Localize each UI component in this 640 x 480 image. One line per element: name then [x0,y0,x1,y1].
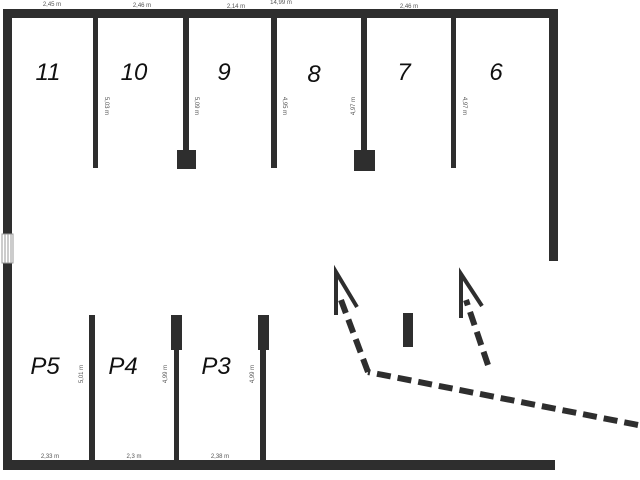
dimension-label: 2,46 m [400,4,418,10]
divider-8-7 [361,18,367,153]
left-wall-upper [3,9,12,234]
divider-p5-p4 [89,315,95,460]
door-icon [1,233,14,264]
dimension-label: 2,45 m [43,2,61,8]
divider-10-9 [183,18,189,153]
dimension-label: 2,33 m [41,454,59,460]
dimension-label: 2,46 m [133,3,151,9]
spot-number-7: 7 [397,59,412,86]
dimension-label: 2,14 m [227,4,245,10]
divider-9-8 [271,18,277,168]
pillar-icon [177,150,196,169]
left-wall-lower [3,263,12,470]
dimension-label: 4,99 m [163,365,169,383]
pillar-icon [171,315,182,350]
spot-number-8: 8 [307,61,321,88]
spot-number-6: 6 [489,59,503,86]
pillar-icon [403,313,413,347]
bottom-wall [3,460,555,470]
right-wall [549,9,558,261]
spot-label-p5: P5 [30,353,60,380]
spot-number-11: 11 [36,59,61,86]
dimension-label: 4,97 m [461,97,467,115]
dimension-label: 5,09 m [193,97,199,115]
dimension-label: 4,99 m [250,365,256,383]
spot-number-9: 9 [217,59,230,86]
dimension-label: 4,97 m [351,97,357,115]
dimension-label: 4,95 m [281,97,287,115]
divider-p4-p3 [174,348,179,460]
dimension-label: 2,38 m [211,454,229,460]
dimension-label: 5,03 m [103,97,109,115]
spot-label-p3: P3 [201,353,231,380]
dashed-arrow-icon [334,264,639,428]
divider-7-6 [451,18,456,168]
pillar-icon [258,315,269,350]
spot-number-10: 10 [121,59,148,86]
top-wall [3,9,558,18]
divider-p3-end [260,348,266,460]
pillar-icon [354,150,375,171]
spot-label-p4: P4 [108,353,137,380]
dimension-label: 2,3 m [126,454,141,460]
dimension-label: 14,99 m [270,0,292,6]
dimension-label: 5,01 m [79,365,85,383]
divider-11-10 [93,18,98,168]
